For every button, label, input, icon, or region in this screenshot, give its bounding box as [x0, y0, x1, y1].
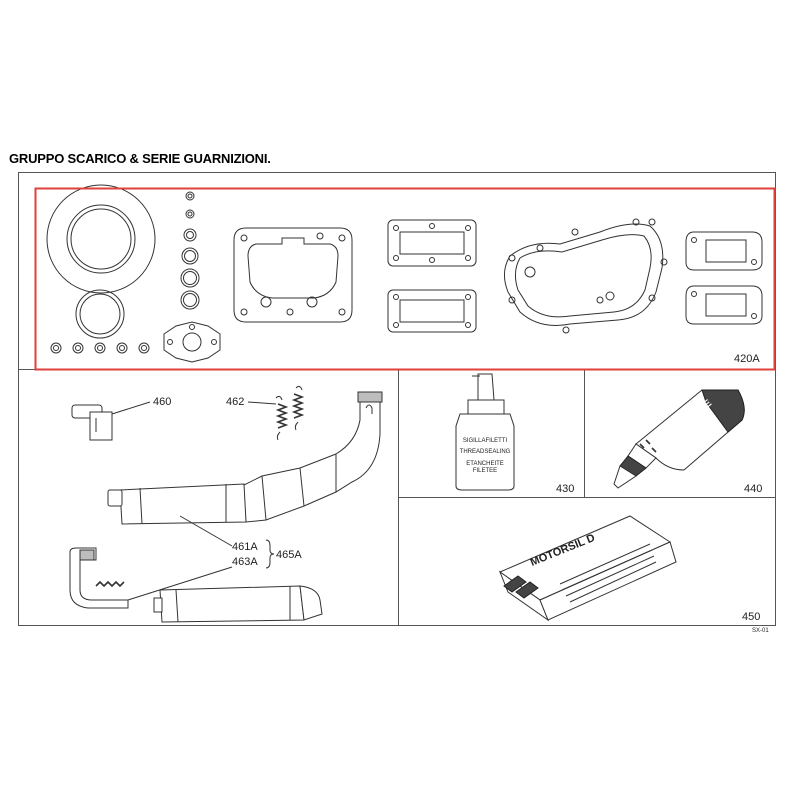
ref-430: 430: [556, 483, 574, 495]
ref-420a: 420A: [734, 353, 760, 365]
drawing-code: SX-01: [752, 628, 769, 634]
label-462: 462: [226, 396, 244, 408]
page-title: GRUPPO SCARICO & SERIE GUARNIZIONI.: [9, 151, 271, 166]
spring-1: [275, 395, 289, 441]
motorsil-box: [498, 515, 677, 622]
gasket-set-panel: 420A: [46, 184, 763, 365]
exhaust-header-small: [69, 547, 233, 609]
silencer-small: [153, 585, 323, 623]
bottle-label-line-3: ETANCHEITE: [466, 461, 504, 467]
diagram-frame: [18, 172, 776, 626]
exhaust-gasket-lower: [685, 285, 763, 325]
o-ring-large: [75, 289, 125, 339]
group-brace: [265, 539, 275, 569]
label-463a: 463A: [232, 556, 258, 568]
reed-gasket-lower: [387, 289, 477, 333]
bottle-label-line-4: FILETEE: [473, 468, 497, 474]
ref-440: 440: [744, 483, 762, 495]
crankcase-gasket: [504, 218, 668, 334]
label-460: 460: [153, 396, 171, 408]
flange-gasket: [163, 321, 221, 363]
clamp-part: [71, 401, 151, 441]
bottle-label-line-2: THREADSEALING: [460, 449, 511, 455]
exhaust-expansion-chamber: [107, 391, 383, 547]
head-gasket-ring: [46, 184, 156, 294]
cylinder-base-gasket: [233, 227, 353, 323]
sealant-tube: [613, 389, 745, 489]
label-461a: 461A: [232, 541, 258, 553]
highlight-box: [34, 187, 776, 371]
exhaust-panel: 460 462 461A 463A: [69, 385, 383, 623]
threadsealing-bottle: [455, 373, 515, 491]
spring-2: [291, 385, 305, 431]
reed-gasket-upper: [387, 219, 477, 267]
ref-450: 450: [742, 611, 760, 623]
bottle-label-line-1: SIGILLAFILETTI: [463, 438, 508, 444]
label-465a: 465A: [276, 549, 302, 561]
exhaust-gasket-upper: [685, 231, 763, 271]
small-washers-row: [50, 342, 150, 354]
o-rings-column: [180, 191, 200, 310]
